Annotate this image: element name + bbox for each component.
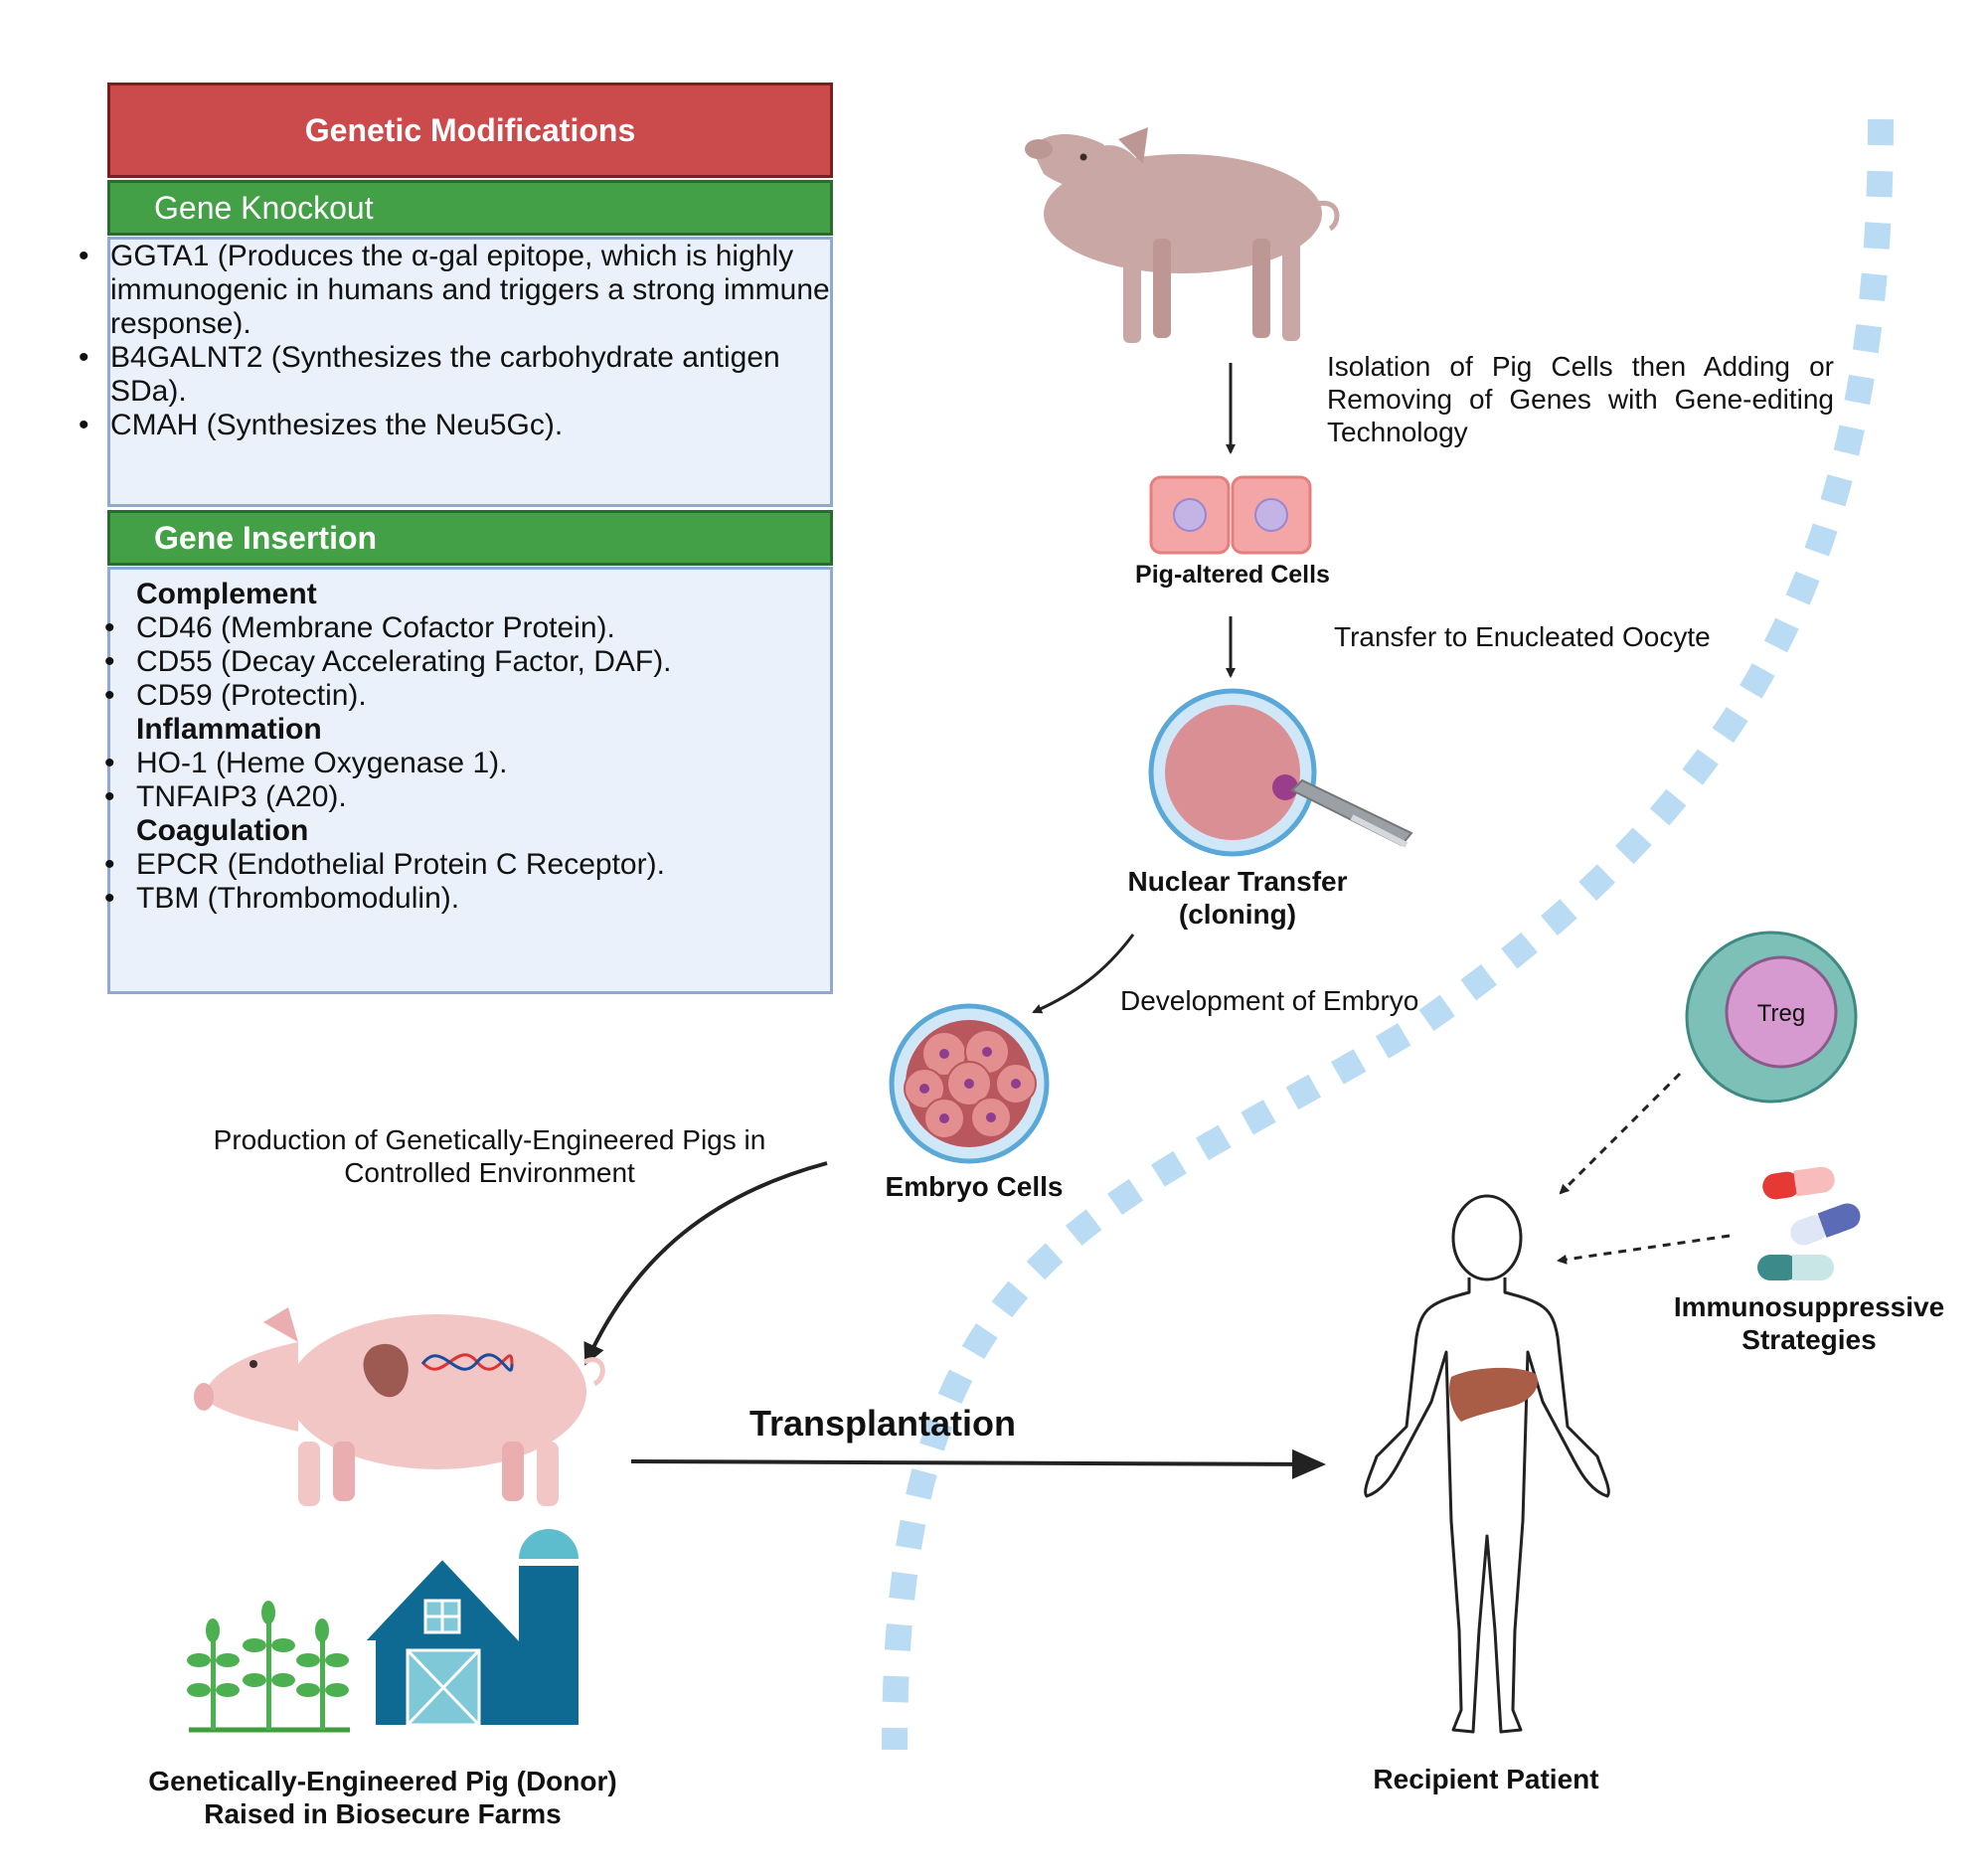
- embryo-cells-icon: [889, 1003, 1050, 1164]
- liver-icon: [1449, 1367, 1539, 1422]
- list-item: TNFAIP3 (A20).: [104, 780, 810, 814]
- silo-icon: [519, 1529, 579, 1725]
- plants-icon: [187, 1601, 350, 1733]
- recipient-patient-icon: [1364, 1194, 1610, 1734]
- list-item: CD55 (Decay Accelerating Factor, DAF).: [104, 645, 810, 679]
- gene-insertion-box: Complement CD46 (Membrane Cofactor Prote…: [104, 567, 833, 994]
- list-item: B4GALNT2 (Synthesizes the carbohydrate a…: [79, 341, 830, 409]
- donor-pig-icon: [194, 1307, 605, 1506]
- treg-cell-icon: [1685, 931, 1858, 1104]
- gene-insertion-header: Gene Insertion: [107, 510, 833, 566]
- genetic-modifications-title: Genetic Modifications: [107, 83, 833, 178]
- boundary-dashed-curve: [882, 118, 1894, 1751]
- inflammation-list: HO-1 (Heme Oxygenase 1). TNFAIP3 (A20).: [104, 747, 810, 814]
- list-item: HO-1 (Heme Oxygenase 1).: [104, 747, 810, 780]
- pig-altered-cells-icon: [1149, 475, 1312, 555]
- list-item: CMAH (Synthesizes the Neu5Gc).: [79, 409, 830, 442]
- donor-pig-label: Genetically-Engineered Pig (Donor) Raise…: [148, 1766, 617, 1829]
- transplantation-label: Transplantation: [749, 1403, 1017, 1444]
- nuclear-transfer-label: Nuclear Transfer (cloning): [1127, 866, 1348, 930]
- enucleated-oocyte-icon: [1148, 688, 1413, 857]
- top-pig-icon: [1025, 127, 1340, 343]
- gene-knockout-header: Gene Knockout: [107, 180, 833, 236]
- complement-list: CD46 (Membrane Cofactor Protein). CD55 (…: [104, 611, 810, 713]
- treg-label: Treg: [1756, 1000, 1806, 1027]
- coagulation-list: EPCR (Endothelial Protein C Receptor). T…: [104, 848, 810, 916]
- list-item: TBM (Thrombomodulin).: [104, 882, 810, 916]
- list-item: CD59 (Protectin).: [104, 679, 810, 713]
- pig-altered-cells-label: Pig-altered Cells: [1135, 561, 1330, 589]
- development-step-label: Development of Embryo: [1120, 985, 1419, 1016]
- gene-knockout-box: GGTA1 (Produces the α-gal epitope, which…: [79, 237, 833, 507]
- category-inflammation: Inflammation: [136, 713, 322, 746]
- list-item: EPCR (Endothelial Protein C Receptor).: [104, 848, 810, 882]
- list-item: GGTA1 (Produces the α-gal epitope, which…: [79, 240, 830, 341]
- production-step-label: Production of Genetically-Engineered Pig…: [213, 1124, 766, 1188]
- isolation-step-label: Isolation of Pig Cells then Adding or Re…: [1327, 351, 1834, 447]
- transfer-step-label: Transfer to Enucleated Oocyte: [1334, 621, 1711, 652]
- immunosuppressive-label: Immunosuppressive Strategies: [1673, 1291, 1945, 1355]
- gene-knockout-list: GGTA1 (Produces the α-gal epitope, which…: [79, 240, 830, 442]
- embryo-cells-label: Embryo Cells: [885, 1171, 1064, 1202]
- pills-icon: [1757, 1166, 1861, 1280]
- category-coagulation: Coagulation: [136, 814, 309, 847]
- barn-icon: [355, 1551, 530, 1727]
- recipient-patient-label: Recipient Patient: [1373, 1764, 1599, 1794]
- list-item: CD46 (Membrane Cofactor Protein).: [104, 611, 810, 645]
- category-complement: Complement: [136, 578, 317, 610]
